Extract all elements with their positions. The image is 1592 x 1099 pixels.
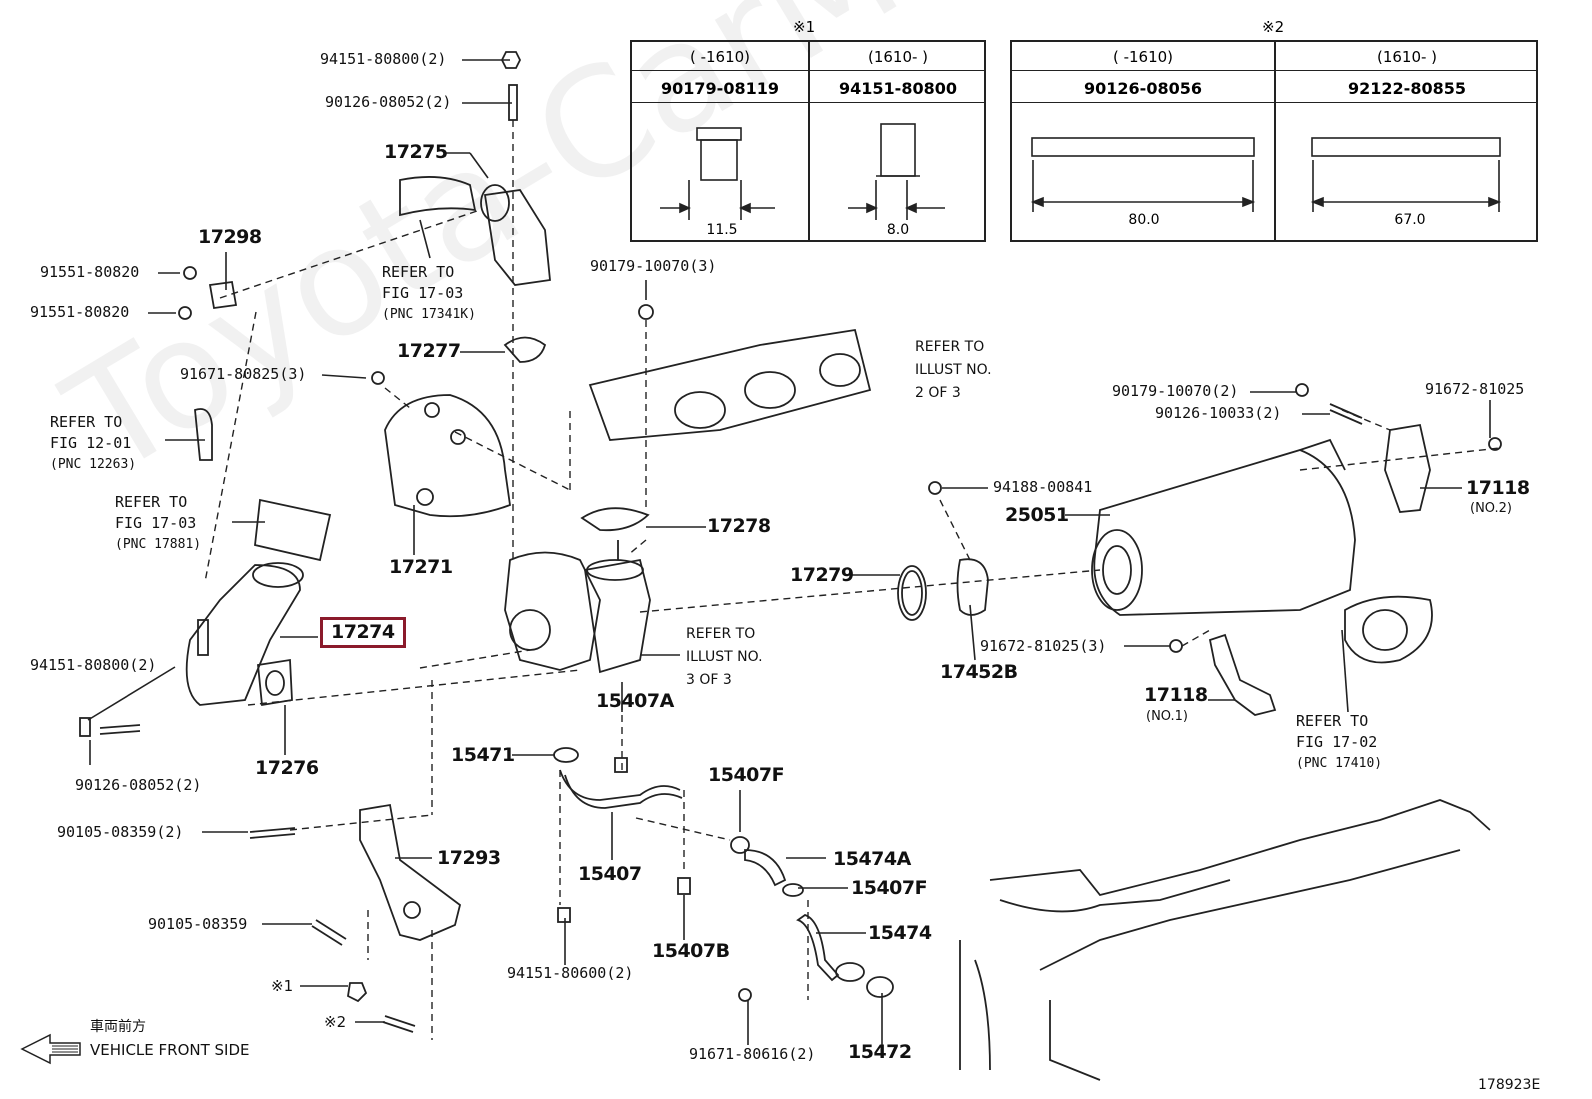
refer-illust-3[interactable]: REFER TO ILLUST NO. 3 OF 3	[686, 623, 763, 692]
part-label[interactable]: 17275	[384, 141, 448, 163]
part-label-sub: (NO.2)	[1470, 501, 1512, 516]
part-label[interactable]: 90179-10070(2)	[1112, 382, 1239, 400]
part-label[interactable]: 90126-08052(2)	[75, 776, 202, 794]
part-label[interactable]: 15474A	[833, 848, 911, 870]
part-label[interactable]: 91551-80820	[40, 263, 140, 281]
diagram-id: 178923E	[1478, 1077, 1541, 1093]
table1: ( -1610) (1610- ) 90179-08119 94151-8080…	[630, 40, 986, 242]
part-label[interactable]: 17277	[397, 340, 461, 362]
part-label[interactable]: 17298	[198, 226, 262, 248]
ref-line: (PNC 17341K)	[382, 307, 476, 322]
part-label[interactable]: 17118	[1144, 684, 1208, 706]
table1-col1-range: ( -1610)	[689, 48, 751, 66]
note-mark-1: ※1	[271, 977, 294, 995]
refer-fig17-03-b[interactable]: REFER TO FIG 17-03 (PNC 17881)	[115, 492, 201, 555]
part-label[interactable]: 15474	[868, 922, 932, 944]
ref-line: ILLUST NO.	[915, 362, 992, 378]
part-label[interactable]: 94151-80800(2)	[30, 656, 157, 674]
part-label[interactable]: 90105-08359	[148, 915, 248, 933]
part-label-highlighted[interactable]: 17274	[320, 617, 406, 648]
part-label[interactable]: 15471	[451, 744, 515, 766]
refer-illust-2[interactable]: REFER TO ILLUST NO. 2 OF 3	[915, 336, 992, 405]
table1-col1-dim: 11.5	[706, 222, 738, 238]
table1-mark: ※1	[793, 18, 816, 36]
part-label[interactable]: 15407F	[708, 764, 785, 786]
ref-line: FIG 17-03	[382, 284, 464, 302]
part-label[interactable]: 90105-08359(2)	[57, 823, 184, 841]
part-label[interactable]: 17276	[255, 757, 319, 779]
part-label[interactable]: 94151-80800(2)	[320, 50, 447, 68]
ref-line: (PNC 17881)	[115, 537, 202, 552]
table1-col2-range: (1610- )	[867, 48, 929, 66]
ref-line: ILLUST NO.	[686, 649, 763, 665]
part-label-sub: (NO.1)	[1146, 709, 1188, 724]
part-label[interactable]: 91672-81025(3)	[980, 637, 1107, 655]
refer-fig17-03-a[interactable]: REFER TO FIG 17-03 (PNC 17341K)	[382, 262, 476, 325]
part-label[interactable]: 90126-08052(2)	[325, 93, 452, 111]
part-label[interactable]: 17279	[790, 564, 854, 586]
table2-col2-part: 92122-80855	[1348, 79, 1466, 98]
part-label[interactable]: 17293	[437, 847, 501, 869]
note-mark-2: ※2	[324, 1013, 347, 1031]
ref-line: FIG 12-01	[50, 434, 132, 452]
part-label[interactable]: 90179-10070(3)	[590, 257, 717, 275]
table2: ( -1610) (1610- ) 90126-08056 92122-8085…	[1010, 40, 1538, 242]
part-label[interactable]: 17278	[707, 515, 771, 537]
ref-line: 2 OF 3	[915, 385, 961, 401]
part-label[interactable]: 17452B	[940, 661, 1018, 683]
table2-col1-part: 90126-08056	[1084, 79, 1202, 98]
part-label[interactable]: 15407	[578, 863, 642, 885]
part-label[interactable]: 17118	[1466, 477, 1530, 499]
ref-line: (PNC 17410)	[1296, 756, 1383, 771]
part-label[interactable]: 15407A	[596, 690, 674, 712]
refer-fig12-01[interactable]: REFER TO FIG 12-01 (PNC 12263)	[50, 412, 136, 475]
ref-line: 3 OF 3	[686, 672, 732, 688]
ref-line: REFER TO	[115, 493, 188, 511]
part-label[interactable]: 91671-80825(3)	[180, 365, 307, 383]
ref-line: REFER TO	[1296, 712, 1369, 730]
table2-col2-range: (1610- )	[1376, 48, 1438, 66]
table2-col1-dim: 80.0	[1128, 212, 1160, 228]
ref-line: FIG 17-03	[115, 514, 197, 532]
part-label[interactable]: 94151-80600(2)	[507, 964, 634, 982]
part-label[interactable]: 15407F	[851, 877, 928, 899]
table2-col2-dim: 67.0	[1394, 212, 1426, 228]
ref-line: REFER TO	[50, 413, 123, 431]
part-label[interactable]: 15472	[848, 1041, 912, 1063]
vehicle-front-en: VEHICLE FRONT SIDE	[90, 1041, 250, 1059]
part-label[interactable]: 94188-00841	[993, 478, 1093, 496]
part-label[interactable]: 25051	[1005, 504, 1069, 526]
part-label[interactable]: 17271	[389, 556, 453, 578]
ref-line: FIG 17-02	[1296, 733, 1378, 751]
table1-col2-dim: 8.0	[886, 222, 910, 238]
table2-col1-range: ( -1610)	[1112, 48, 1174, 66]
table1-col1-part: 90179-08119	[661, 79, 779, 98]
vehicle-front-jp: 車両前方	[90, 1019, 146, 1035]
part-label[interactable]: 91551-80820	[30, 303, 130, 321]
part-label[interactable]: 91671-80616(2)	[689, 1045, 816, 1063]
part-label[interactable]: 15407B	[652, 940, 730, 962]
ref-line: REFER TO	[686, 626, 756, 642]
table2-mark: ※2	[1262, 18, 1285, 36]
part-label[interactable]: 91672-81025	[1425, 380, 1525, 398]
refer-fig17-02[interactable]: REFER TO FIG 17-02 (PNC 17410)	[1296, 711, 1382, 774]
part-label[interactable]: 90126-10033(2)	[1155, 404, 1282, 422]
ref-line: (PNC 12263)	[50, 457, 137, 472]
table1-col2-part: 94151-80800	[839, 79, 957, 98]
ref-line: REFER TO	[915, 339, 985, 355]
ref-line: REFER TO	[382, 263, 455, 281]
